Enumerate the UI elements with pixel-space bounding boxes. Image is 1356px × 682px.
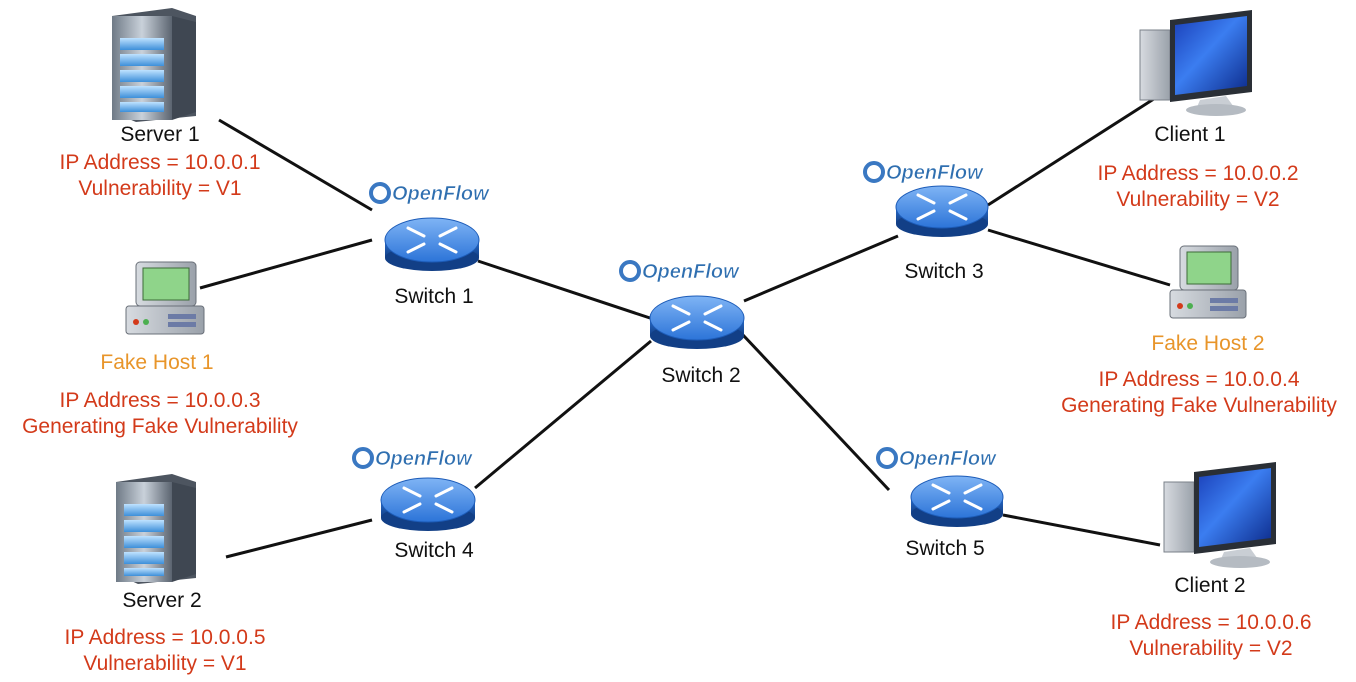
host-fake-host-2: Fake Host 2 IP Address = 10.0.0.4 Genera… — [1061, 245, 1337, 417]
switch-label: Switch 1 — [394, 285, 473, 308]
openflow-swirl-icon — [619, 260, 641, 282]
host-name: Client 1 — [1154, 123, 1225, 146]
switch-label: Switch 4 — [394, 539, 474, 562]
openflow-text: OpenFlow — [899, 448, 997, 470]
links — [199, 93, 1171, 559]
openflow-swirl-icon — [352, 447, 374, 469]
router-icon — [380, 477, 476, 531]
openflow-swirl-icon — [876, 447, 898, 469]
switch-1: OpenFlow Switch 1 — [369, 182, 490, 308]
link-switch1-switch2 — [477, 259, 651, 320]
host-ip: IP Address = 10.0.0.4 — [1098, 368, 1299, 391]
openflow-text: OpenFlow — [392, 183, 490, 205]
switch-4: OpenFlow Switch 4 — [352, 447, 476, 562]
monitor-icon — [1139, 10, 1252, 116]
host-client-1: Client 1 IP Address = 10.0.0.2 Vulnerabi… — [1097, 10, 1299, 211]
openflow-logo: OpenFlow — [876, 447, 997, 470]
link-switch2-switch4 — [474, 339, 652, 490]
host-ip: IP Address = 10.0.0.3 — [59, 389, 260, 412]
host-name: Server 1 — [120, 123, 199, 146]
desktop-pc-icon — [125, 261, 205, 335]
router-icon — [384, 217, 480, 271]
openflow-logo: OpenFlow — [863, 161, 984, 184]
link-server1-switch1 — [218, 118, 373, 212]
host-vulnerability: Vulnerability = V2 — [1129, 637, 1292, 660]
link-switch3-fakehost2 — [987, 228, 1171, 287]
host-fake-host-1: Fake Host 1 IP Address = 10.0.0.3 Genera… — [22, 261, 298, 438]
host-vulnerability: Vulnerability = V1 — [83, 652, 246, 675]
host-name: Client 2 — [1174, 574, 1245, 597]
link-switch5-client2 — [1002, 513, 1161, 547]
openflow-swirl-icon — [863, 161, 885, 183]
openflow-text: OpenFlow — [375, 448, 473, 470]
host-ip: IP Address = 10.0.0.1 — [59, 151, 260, 174]
host-name: Server 2 — [122, 589, 201, 612]
host-server-2: Server 2 IP Address = 10.0.0.5 Vulnerabi… — [64, 474, 266, 675]
router-icon — [910, 475, 1004, 527]
openflow-text: OpenFlow — [886, 162, 984, 184]
switch-label: Switch 2 — [661, 364, 740, 387]
switch-3: OpenFlow Switch 3 — [863, 161, 989, 283]
host-ip: IP Address = 10.0.0.6 — [1110, 611, 1311, 634]
switch-label: Switch 5 — [905, 537, 984, 560]
host-client-2: Client 2 IP Address = 10.0.0.6 Vulnerabi… — [1110, 462, 1312, 660]
link-switch4-server2 — [225, 518, 373, 559]
host-vulnerability: Generating Fake Vulnerability — [1061, 394, 1337, 417]
host-vulnerability: Vulnerability = V1 — [78, 177, 241, 200]
link-fakehost1-switch1 — [199, 238, 373, 290]
openflow-logo: OpenFlow — [352, 447, 473, 470]
openflow-logo: OpenFlow — [369, 182, 490, 205]
openflow-logo: OpenFlow — [619, 260, 740, 283]
switch-5: OpenFlow Switch 5 — [876, 447, 1004, 560]
host-ip: IP Address = 10.0.0.2 — [1097, 162, 1298, 185]
host-name: Fake Host 2 — [1151, 332, 1264, 355]
server-icon — [116, 474, 196, 584]
link-switch3-client1 — [987, 93, 1161, 207]
link-switch2-switch5 — [741, 333, 891, 492]
host-vulnerability: Vulnerability = V2 — [1116, 188, 1279, 211]
host-vulnerability: Generating Fake Vulnerability — [22, 415, 298, 438]
switch-label: Switch 3 — [904, 260, 983, 283]
switch-2: OpenFlow Switch 2 — [619, 260, 745, 387]
host-name: Fake Host 1 — [100, 351, 213, 374]
openflow-swirl-icon — [369, 182, 391, 204]
openflow-text: OpenFlow — [642, 261, 740, 283]
server-icon — [112, 8, 196, 122]
desktop-pc-icon — [1169, 245, 1247, 319]
link-switch2-switch3 — [743, 234, 899, 303]
host-server-1: Server 1 IP Address = 10.0.0.1 Vulnerabi… — [59, 8, 261, 200]
host-ip: IP Address = 10.0.0.5 — [64, 626, 265, 649]
router-icon — [649, 295, 745, 349]
router-icon — [895, 185, 989, 237]
monitor-icon — [1163, 462, 1276, 568]
